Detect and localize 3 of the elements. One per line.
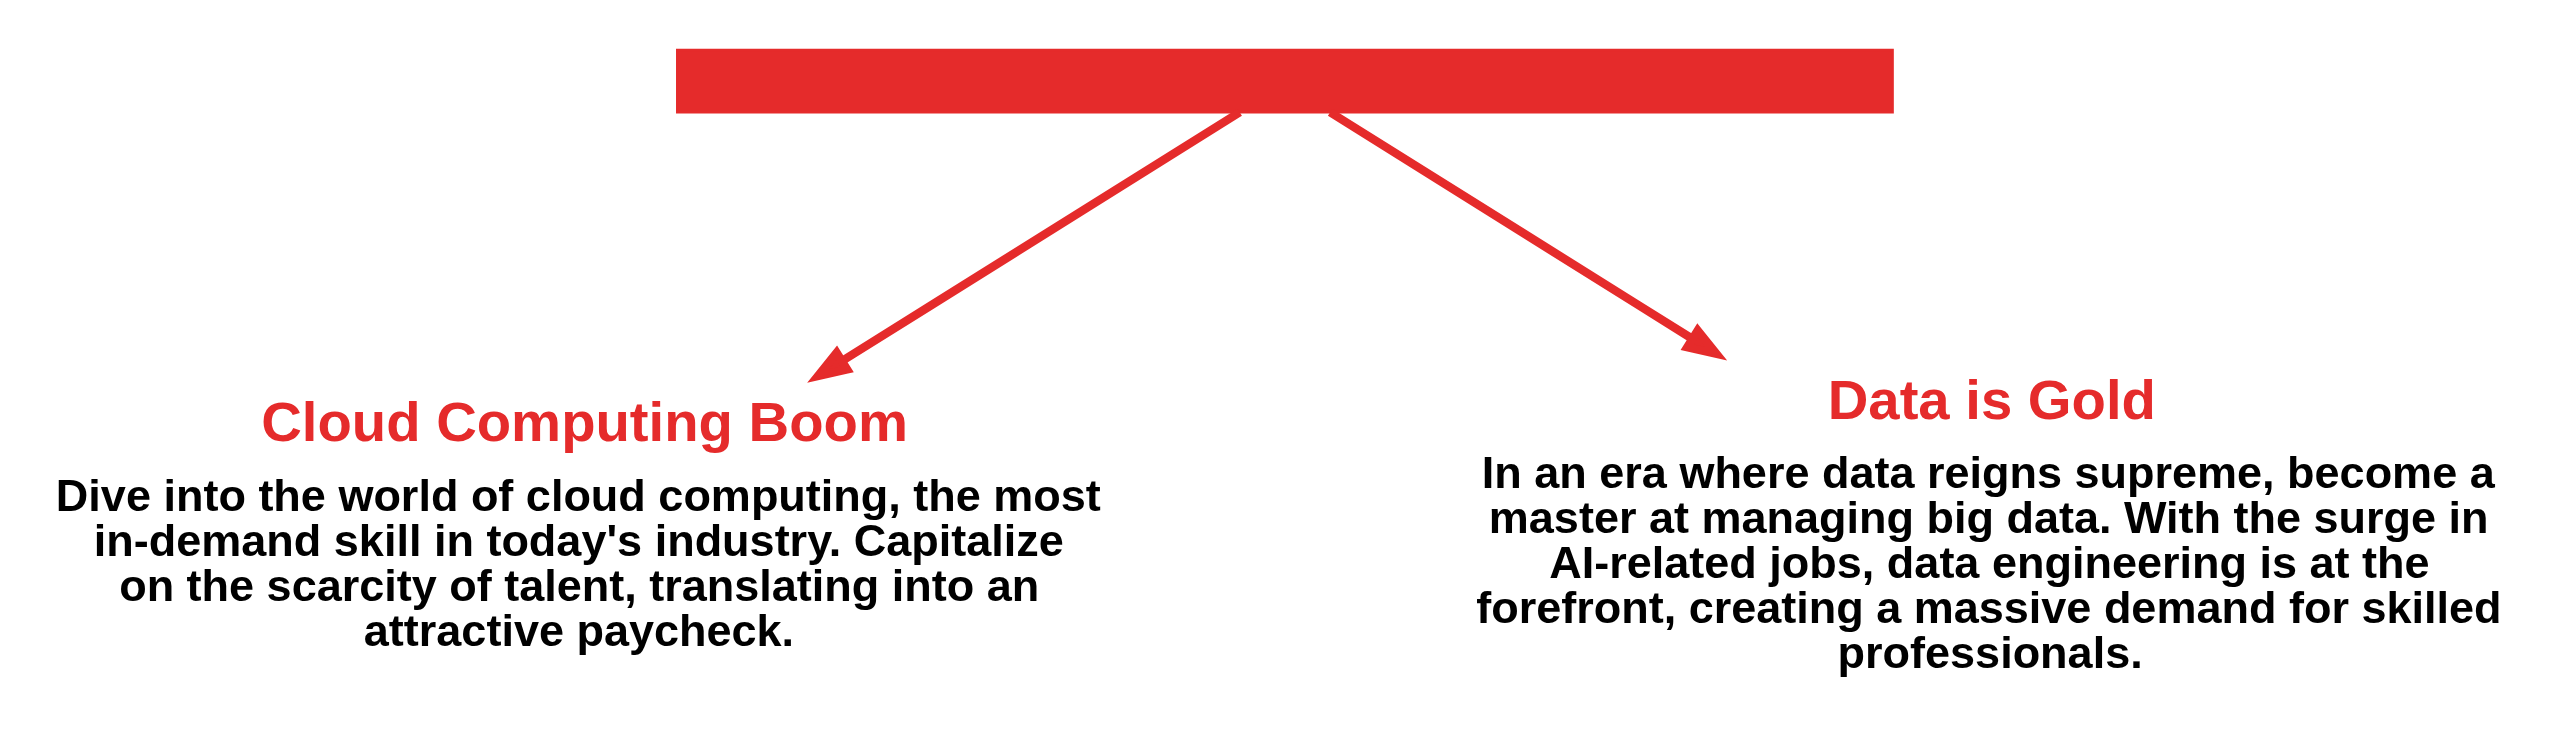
node-bar	[676, 48, 1894, 114]
node-text: Data is Gold In an era where data reigns supreme, become a master at managing big data. With the surge in AI-related jobs, data engineering is at the forefront, creating a massive demand for skilled professionals.	[1476, 367, 2502, 679]
node-text: Cloud Computing Boom Dive into the world of cloud computing, the most in-demand skill in today's industry. Capitalize on the scarcity of talent, translating into an attractive paycheck.	[55, 390, 1101, 656]
